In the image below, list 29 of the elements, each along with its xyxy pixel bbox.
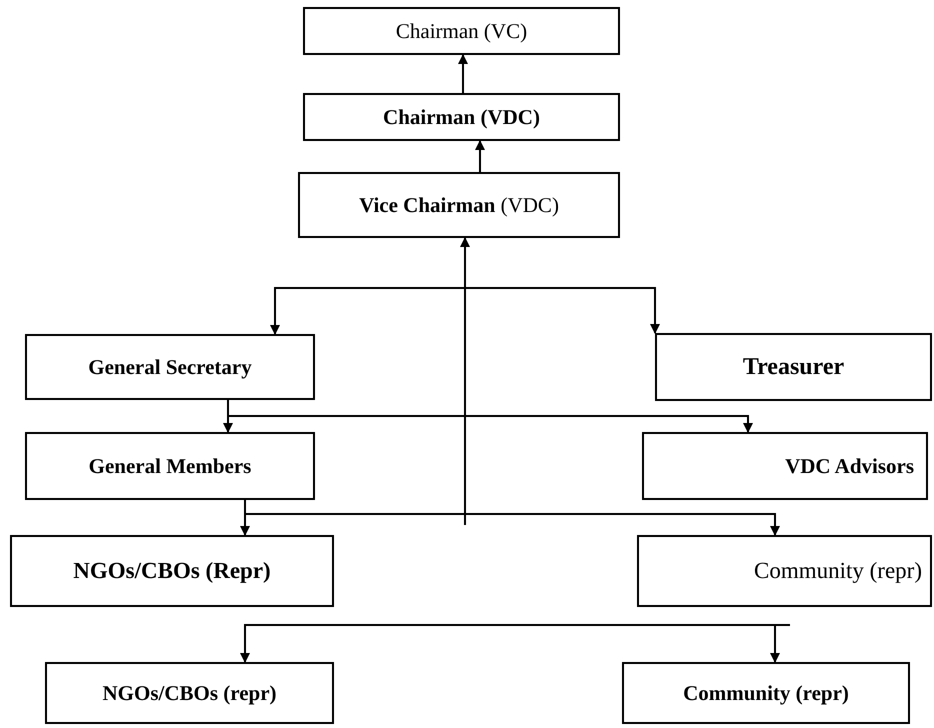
org-box xyxy=(303,7,620,55)
box-label: Chairman (VDC) xyxy=(383,104,540,130)
arrow xyxy=(458,54,468,93)
box-label: General Secretary xyxy=(88,354,252,380)
arrow xyxy=(460,237,470,525)
org-box xyxy=(637,535,932,607)
box-label: NGOs/CBOs (Repr) xyxy=(73,556,271,585)
box-label: Vice Chairman (VDC) xyxy=(359,192,559,218)
org-box xyxy=(622,662,910,724)
box-label: Community (repr) xyxy=(683,680,849,706)
box-label: VDC Advisors xyxy=(785,452,914,480)
org-box xyxy=(303,93,620,141)
arrow xyxy=(464,287,660,334)
org-box xyxy=(655,333,932,401)
arrow xyxy=(270,287,466,335)
arrow xyxy=(475,140,485,172)
org-box xyxy=(45,662,334,724)
box-label: NGOs/CBOs (repr) xyxy=(102,680,277,706)
org-box xyxy=(10,535,334,607)
arrow xyxy=(770,624,791,663)
org-box xyxy=(25,432,315,500)
box-label: General Members xyxy=(88,452,252,480)
org-box xyxy=(642,432,928,500)
org-box xyxy=(298,172,620,238)
box-label: Chairman (VC) xyxy=(396,18,528,44)
arrow xyxy=(240,624,776,663)
box-label: Treasurer xyxy=(742,353,844,382)
org-box xyxy=(25,334,315,400)
box-label: Community (repr) xyxy=(754,556,922,585)
